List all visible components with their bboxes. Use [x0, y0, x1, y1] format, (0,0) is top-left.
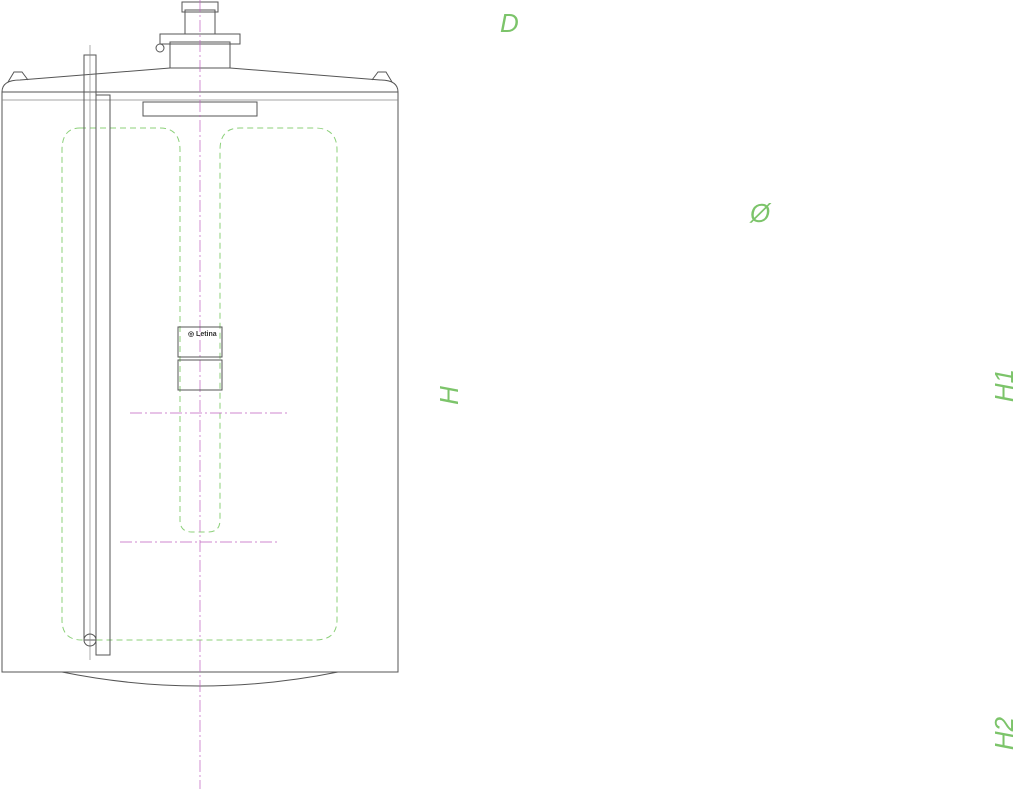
label-diameter: Ø [750, 198, 771, 228]
logo-plate [177, 326, 223, 391]
label-diagonal: D [500, 8, 519, 38]
cooling-jacket [61, 127, 338, 641]
label-height-2: H2 [989, 716, 1020, 751]
label-height: H [433, 386, 464, 405]
lifting-lug-right [371, 71, 393, 83]
top-manhole [155, 1, 241, 69]
brand-logo: ◎ Letina [188, 331, 217, 338]
level-gauge [83, 45, 111, 660]
front-view [1, 0, 399, 789]
front-body [1, 91, 399, 673]
label-height-1: H1 [989, 368, 1020, 403]
lifting-lug-left [7, 71, 29, 83]
